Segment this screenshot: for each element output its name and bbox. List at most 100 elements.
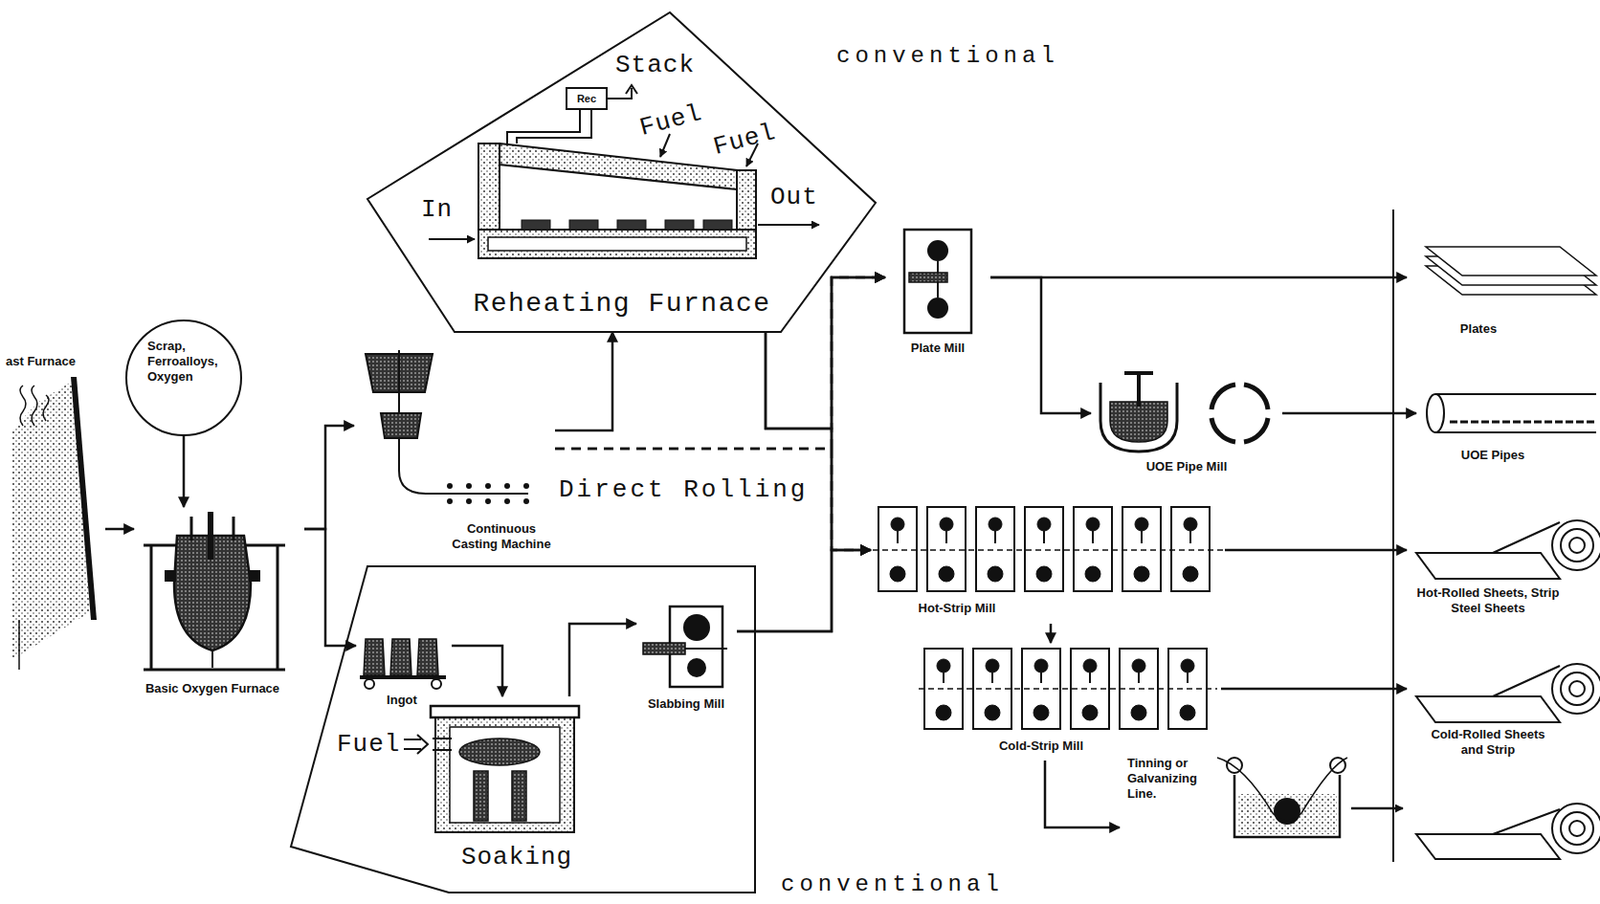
node-label: conventional [836, 44, 1060, 69]
plates-figure [1425, 246, 1597, 295]
blast-furnace-figure [43, 395, 49, 422]
blast-furnace-figure [20, 385, 26, 426]
region-outline [367, 12, 876, 333]
ingot-figure [364, 679, 375, 689]
soaking-pit-figure [432, 738, 452, 751]
coil-figure [1560, 812, 1594, 845]
reheating-furnace-figure [757, 223, 820, 226]
node-label: Slabbing Mill [647, 696, 725, 712]
soaking-pit-figure [449, 727, 560, 823]
pipe-mill-figure [1110, 401, 1168, 443]
flow-arrow [569, 623, 637, 697]
coating-line-figure [1217, 757, 1403, 838]
node-label: conventional [780, 872, 1004, 898]
flow-arrow [1221, 688, 1407, 691]
blast-furnace-figure [11, 377, 97, 670]
hot-strip-mill-figure [927, 507, 966, 592]
pipe-figure [1435, 394, 1597, 433]
slabbing-mill: Slabbing Mill [636, 600, 737, 718]
product-hot-sheets: Hot-Rolled Sheets, Strip Steel Sheets [1406, 499, 1600, 624]
coil-figure [1416, 520, 1600, 860]
casting-machine-figure [466, 483, 472, 489]
plate-mill-figure [927, 297, 949, 319]
ingot-figure [363, 639, 439, 676]
pipe-figure [1426, 394, 1597, 433]
blast-furnace-figure [18, 620, 21, 670]
coil-figure [1569, 821, 1585, 837]
input-circle: Scrap, Ferroalloys, Oxygen [125, 319, 243, 437]
stack-label: Stack [615, 51, 695, 79]
plate-mill-figure [904, 229, 972, 334]
flow-arrow [304, 529, 356, 646]
plate-mill-figure [909, 272, 948, 283]
casting-machine-figure [446, 498, 453, 505]
product-plates: Plates [1406, 234, 1600, 345]
pipe-figure [1449, 421, 1597, 424]
blast-furnace-figure [31, 385, 38, 426]
coil-figure [1492, 522, 1560, 554]
fuel-label: Fuel [637, 99, 706, 142]
slabbing-mill-figure [643, 606, 728, 688]
cold-strip-mill-figure [924, 648, 963, 730]
coil-figure [1569, 537, 1585, 554]
recuperator-label: Rec [577, 92, 597, 106]
hot-strip-mill-figure [1073, 507, 1112, 592]
coil-figure [1416, 553, 1560, 579]
cold-strip-mill-figure [936, 659, 951, 673]
flow-arrow [1224, 549, 1407, 553]
hot-strip-mill-figure [889, 566, 906, 582]
slabbing-mill-figure [687, 658, 707, 678]
plate-mill-figure [927, 240, 949, 262]
node-label: Reheating Furnace [472, 290, 771, 318]
oxygen-furnace-figure [207, 511, 214, 560]
pipe-mill-figure [1100, 373, 1268, 452]
node-label: ast Furnace [5, 354, 76, 370]
pipe-figure [1426, 394, 1445, 433]
flow-arrow [765, 332, 871, 551]
coil-figure [1552, 803, 1600, 854]
reheating-furnace-figure [428, 238, 475, 241]
casting-machine-figure [523, 483, 530, 489]
reheating-furnace-figure [499, 143, 737, 190]
ingot-figure [359, 675, 446, 680]
casting-machine-figure [380, 413, 422, 439]
flow-arrow [304, 425, 355, 530]
soaking-pit-figure [430, 706, 579, 718]
node-label: Continuous Casting Machine [447, 521, 556, 553]
flow-arrow [736, 550, 871, 632]
flow-arrow [736, 277, 886, 632]
hot-strip-mill-figure [896, 531, 899, 544]
outlet-label: Out [770, 183, 819, 211]
product-cold-sheets: Cold-Rolled Sheets and Strip [1406, 643, 1600, 761]
cold-strip-mill-figure [924, 648, 963, 730]
casting-machine-figure [446, 483, 453, 489]
hot-strip-mill-figure [1171, 507, 1210, 592]
node-label: Cold-Strip Mill [999, 738, 1084, 755]
oxygen-furnace: Basic Oxygen Furnace [133, 507, 305, 701]
oxygen-furnace-figure [143, 511, 286, 670]
coating-line: Tinning or Galvanizing Line. [1119, 746, 1350, 847]
node-label: Ingot [386, 692, 418, 709]
cold-strip-mill-figure [918, 648, 1218, 730]
reheating-furnace-figure [478, 143, 500, 230]
node-label: Tinning or Galvanizing Line. [1127, 755, 1212, 802]
soaking-pit-figure [403, 706, 579, 833]
blast-furnace-figure [70, 377, 97, 621]
flow-arrow [1044, 760, 1120, 828]
soaking-pit-figure [473, 771, 489, 822]
coil-figure [1569, 681, 1585, 697]
flow-arrow [451, 645, 503, 697]
soaking-pit-figure [435, 717, 575, 833]
hot-strip-mill-figure [1122, 507, 1161, 592]
node-label: UOE Pipe Mill [1146, 459, 1228, 475]
cold-strip-mill-figure [942, 672, 945, 684]
plate-mill: Plate Mill [885, 222, 991, 362]
coil-figure [1552, 520, 1600, 571]
flow-arrow [765, 277, 886, 429]
coil-figure [1416, 696, 1560, 723]
hot-strip-mill: Hot-Strip Mill [870, 499, 1225, 624]
blast-furnace: ast Furnace [3, 350, 106, 667]
coil-figure [1492, 809, 1560, 835]
